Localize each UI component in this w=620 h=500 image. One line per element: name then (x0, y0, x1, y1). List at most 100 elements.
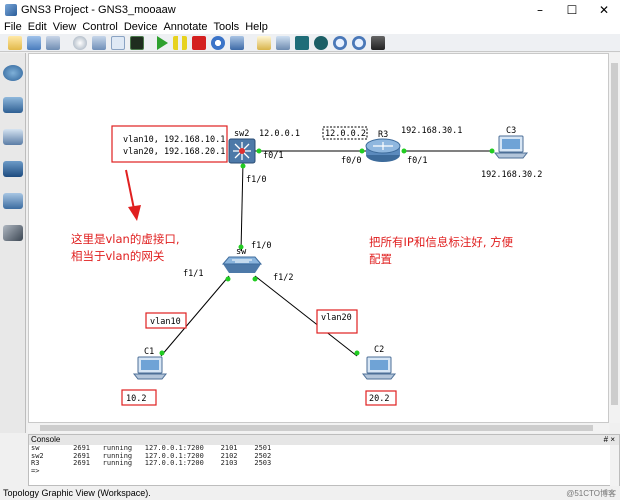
console-scrollbar[interactable] (610, 445, 619, 486)
menu-control[interactable]: Control (82, 21, 118, 33)
maximize-button[interactable]: ☐ (566, 3, 578, 17)
router-icon[interactable] (3, 65, 23, 81)
port-label-sw-f1-0: f1/0 (251, 241, 271, 251)
toolbar (0, 34, 620, 52)
new-project-icon[interactable] (8, 35, 22, 50)
minimize-button[interactable]: – (537, 3, 543, 17)
console-dock-controls[interactable]: # × (603, 435, 615, 444)
port-dot (159, 350, 165, 356)
end-device-icon[interactable] (3, 129, 23, 145)
vlan-info-line-1: vlan10, 192.168.10.1 (123, 135, 225, 145)
security-device-icon[interactable] (3, 161, 23, 177)
c2-ip: 20.2 (369, 394, 389, 404)
menu-annotate[interactable]: Annotate (163, 21, 208, 33)
port-dot (256, 148, 262, 154)
switch-icon[interactable] (3, 97, 23, 113)
port-dot (401, 148, 407, 154)
link-sw-c1[interactable] (160, 275, 230, 357)
status-text: Topology Graphic View (Workspace). (3, 488, 151, 498)
gateway-note-line-2: 相当于vlan的网关 (71, 249, 165, 263)
sw2-ip: 12.0.0.1 (259, 129, 300, 139)
picture-icon[interactable] (276, 35, 290, 50)
suspend-icon[interactable] (173, 35, 187, 50)
sw2-switch-icon[interactable] (228, 138, 256, 164)
c3-ip: 192.168.30.2 (481, 170, 542, 180)
vlan20-box (316, 309, 358, 334)
menu-view[interactable]: View (52, 21, 77, 33)
console-title: Console (31, 435, 61, 444)
all-devices-icon[interactable] (3, 193, 23, 209)
vlan20-label: vlan20 (321, 313, 352, 323)
topology-canvas[interactable]: sw2 12.0.0.1 f0/1 f1/0 R3 12.0.0.2 192.1… (28, 53, 609, 423)
c3-pc-icon[interactable] (493, 135, 529, 159)
console-line: sw2 2691 running 127.0.0.1:7200 2102 250… (31, 451, 272, 460)
snapshot-icon[interactable] (73, 35, 87, 50)
console-line: sw 2691 running 127.0.0.1:7200 2101 2501 (31, 444, 272, 452)
menu-bar: File Edit View Control Device Annotate T… (0, 20, 620, 34)
console-prompt[interactable]: => (31, 466, 40, 475)
console-panel[interactable]: Console # × sw 2691 running 127.0.0.1:72… (28, 434, 620, 486)
port-dot (238, 244, 244, 250)
annotation-arrow (125, 169, 141, 221)
virtualbox-icon[interactable] (230, 35, 244, 50)
menu-help[interactable]: Help (245, 21, 268, 33)
menu-edit[interactable]: Edit (27, 21, 47, 33)
port-label-r3-f0-0: f0/0 (341, 156, 361, 166)
menu-device[interactable]: Device (123, 21, 158, 33)
port-label-sw-f1-1: f1/1 (183, 269, 203, 279)
c1-pc-icon[interactable] (132, 356, 168, 380)
vlan10-box (145, 312, 187, 329)
close-button[interactable]: ✕ (598, 3, 610, 17)
reload-icon[interactable] (211, 35, 225, 50)
save-project-icon[interactable] (46, 35, 60, 50)
zoom-out-icon[interactable] (352, 35, 366, 50)
port-dot (489, 148, 495, 154)
r3-router-icon[interactable] (365, 138, 401, 162)
title-bar: GNS3 Project - GNS3_mooaaw – ☐ ✕ (0, 0, 620, 20)
zoom-in-icon[interactable] (333, 35, 347, 50)
menu-tools[interactable]: Tools (213, 21, 240, 33)
c2-ip-box (365, 390, 397, 406)
vlan-info-line-2: vlan20, 192.168.20.1 (123, 147, 225, 157)
scrollbar-thumb[interactable] (40, 425, 593, 431)
r3-right-ip: 192.168.30.1 (401, 126, 462, 136)
canvas-horizontal-scrollbar[interactable] (28, 423, 609, 433)
open-project-icon[interactable] (27, 35, 41, 50)
console-icon[interactable] (130, 35, 144, 50)
port-label-sw2-f0-1: f0/1 (263, 151, 283, 161)
link-icon[interactable] (3, 225, 23, 241)
scrollbar-thumb[interactable] (611, 63, 618, 405)
info-note-line-2: 配置 (369, 252, 392, 266)
status-bar: Topology Graphic View (Workspace). @51CT… (0, 487, 620, 500)
port-dot (354, 350, 360, 356)
screenshot-icon[interactable] (371, 35, 385, 50)
c1-label: C1 (144, 347, 154, 357)
c2-label: C2 (374, 345, 384, 355)
port-dot (240, 163, 246, 169)
sw-label: sw (236, 247, 247, 257)
menu-file[interactable]: File (4, 21, 22, 33)
note-icon[interactable] (257, 35, 271, 50)
r3-ip-box (322, 126, 368, 140)
c1-ip-box (121, 389, 157, 406)
port-dot (252, 276, 258, 282)
select-icon[interactable] (111, 35, 125, 50)
window-title: GNS3 Project - GNS3_mooaaw (21, 4, 176, 16)
stop-icon[interactable] (192, 35, 206, 50)
gateway-note-line-1: 这里是vlan的虚接口, (71, 232, 180, 246)
ellipse-icon[interactable] (314, 35, 328, 50)
vlan10-label: vlan10 (150, 317, 181, 327)
port-label-sw-f1-2: f1/2 (273, 273, 293, 283)
console-line: R3 2691 running 127.0.0.1:7200 2103 2503 (31, 459, 272, 467)
port-label-sw2-f1-0: f1/0 (246, 175, 266, 185)
port-label-r3-f0-1: f0/1 (407, 156, 427, 166)
c2-pc-icon[interactable] (361, 356, 397, 380)
vlan-info-box (111, 125, 228, 163)
link-sw-c2[interactable] (254, 275, 358, 357)
preferences-icon[interactable] (92, 35, 106, 50)
canvas-vertical-scrollbar[interactable] (609, 53, 620, 423)
link-sw2-sw[interactable] (240, 161, 244, 252)
start-icon[interactable] (157, 35, 168, 50)
rectangle-icon[interactable] (295, 35, 309, 50)
sw-switch-icon[interactable] (221, 256, 263, 273)
